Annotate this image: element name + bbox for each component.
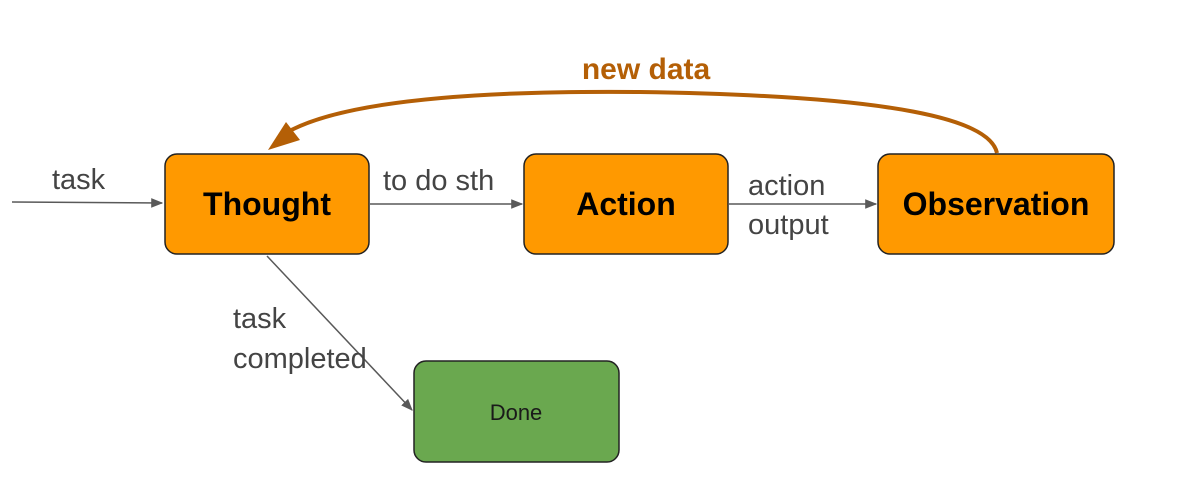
edge-label-to-do-sth: to do sth [383, 165, 494, 197]
thought-to-done-arrow [266, 255, 413, 411]
edge-label-action: action [748, 170, 825, 202]
loop-label-new-data: new data [582, 53, 711, 86]
node-observation: Observation [877, 153, 1115, 255]
edge-label-task-completed-line1: task [233, 303, 287, 335]
input-task-arrow [11, 198, 164, 208]
edge-label-task-completed-line2: completed [233, 343, 367, 375]
node-observation-label: Observation [903, 186, 1090, 222]
edge-label-output: output [748, 209, 829, 241]
loop-arrowhead-icon [268, 122, 300, 150]
observation-to-thought-loop-arrow [276, 89, 999, 154]
node-done-label: Done [490, 400, 543, 425]
edge-label-task: task [52, 164, 106, 196]
node-done: Done [413, 360, 620, 463]
node-action-label: Action [576, 186, 676, 222]
node-thought-label: Thought [203, 186, 331, 222]
node-thought: Thought [164, 153, 370, 255]
node-action: Action [523, 153, 729, 255]
